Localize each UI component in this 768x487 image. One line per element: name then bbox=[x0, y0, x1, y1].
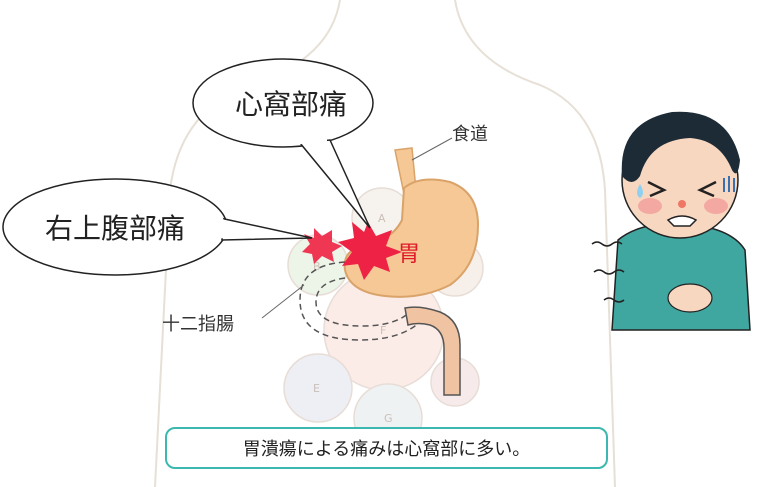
organ-letter-e: E bbox=[313, 382, 320, 395]
boy-in-pain-illustration bbox=[591, 111, 751, 331]
organ-letter-a: A bbox=[378, 212, 386, 225]
shirt bbox=[611, 223, 751, 331]
pain-burst-epigastric bbox=[338, 222, 402, 280]
cheek-left bbox=[638, 198, 662, 214]
hair bbox=[621, 111, 740, 182]
organ-letter-g: G bbox=[384, 412, 393, 425]
shiver-lines-icon bbox=[591, 241, 625, 303]
nose bbox=[678, 200, 686, 208]
stomach-label: 胃 bbox=[398, 242, 420, 267]
hands bbox=[667, 283, 713, 313]
intestine-tube bbox=[404, 306, 461, 396]
duodenum-outline-inner bbox=[315, 277, 411, 327]
duodenum-label: 十二指腸 bbox=[162, 314, 234, 335]
bubble-text-epigastric: 心窩部痛 bbox=[235, 88, 347, 121]
caption-text: 胃潰瘍による痛みは心窩部に多い。 bbox=[242, 439, 531, 460]
duodenum-outline bbox=[299, 261, 421, 341]
caption-box: 胃潰瘍による痛みは心窩部に多い。 bbox=[165, 427, 608, 469]
gloom-lines-icon bbox=[723, 176, 735, 192]
sweat-drop-icon bbox=[637, 184, 643, 198]
organ-letter-f: F bbox=[380, 324, 386, 337]
eye-right bbox=[697, 180, 717, 198]
pain-burst-right-upper bbox=[302, 228, 342, 264]
bubble-text-right-upper: 右上腹部痛 bbox=[45, 212, 185, 245]
speech-bubble-right-upper bbox=[2, 178, 313, 276]
organ-region-e bbox=[283, 353, 353, 423]
duodenum-leader-line bbox=[261, 284, 305, 319]
eye-left bbox=[647, 180, 667, 198]
organ-letter-b: B bbox=[313, 260, 321, 273]
mouth bbox=[666, 215, 698, 227]
speech-bubble-epigastric bbox=[192, 58, 374, 229]
cheek-right bbox=[704, 198, 728, 214]
esophagus-label: 食道 bbox=[452, 124, 488, 145]
esophagus-leader-line bbox=[411, 137, 453, 161]
